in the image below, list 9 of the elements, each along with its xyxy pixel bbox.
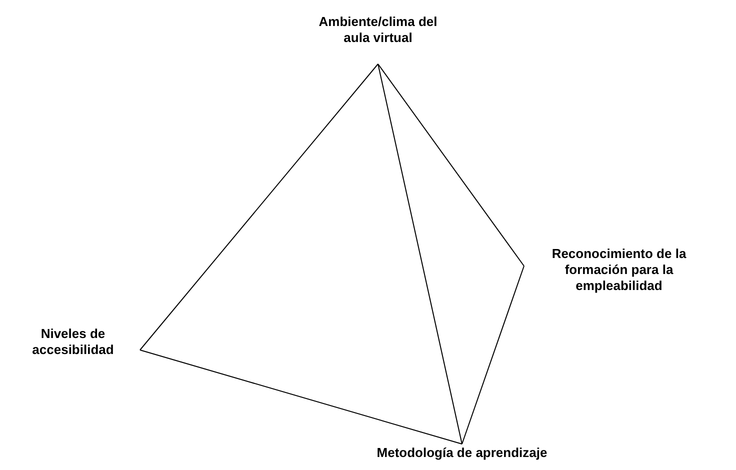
vertex-label: Niveles de accesibilidad xyxy=(31,326,115,358)
tetrahedron-edge xyxy=(378,64,462,444)
vertex-label: Metodología de aprendizaje xyxy=(376,445,548,461)
tetrahedron-edge xyxy=(140,64,378,350)
tetrahedron-edge xyxy=(462,266,524,444)
tetrahedron-edge xyxy=(140,350,462,444)
vertex-label: Ambiente/clima del aula virtual xyxy=(318,14,438,46)
vertex-label: Reconocimiento de la formación para la empleabilidad xyxy=(550,246,688,294)
tetrahedron-edge xyxy=(378,64,524,266)
